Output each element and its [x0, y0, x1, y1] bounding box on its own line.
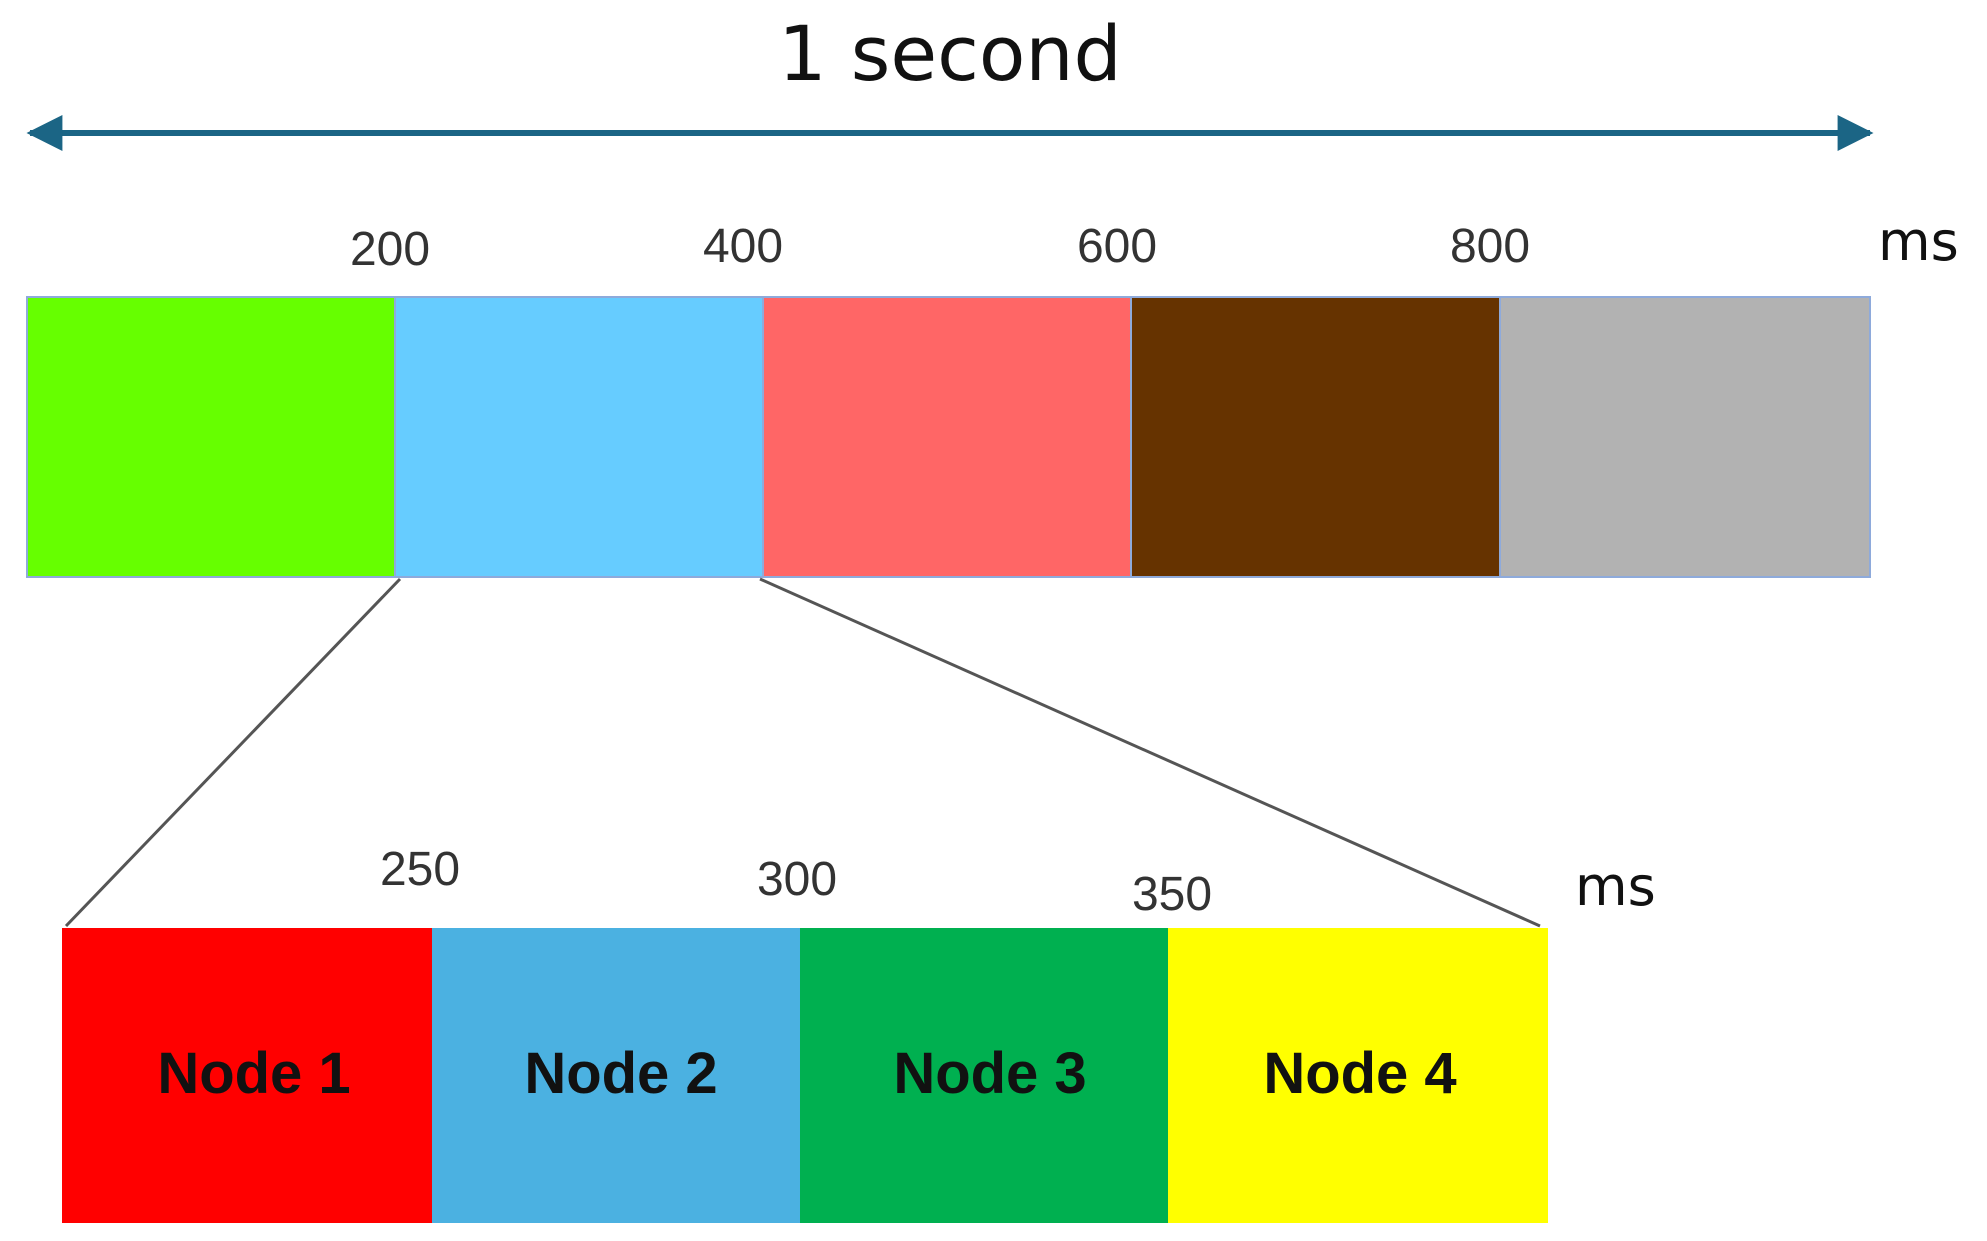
- tick-400: 400: [703, 220, 783, 273]
- timeline-segment-400-600: [762, 296, 1132, 578]
- node-block-3: Node 3: [800, 928, 1168, 1223]
- zoom-connector-left: [64, 577, 402, 928]
- node-label-3: Node 3: [893, 1041, 1086, 1106]
- tick-600: 600: [1077, 220, 1157, 273]
- tick-800: 800: [1450, 220, 1530, 273]
- node-block-2: Node 2: [432, 928, 800, 1223]
- timeline-segment-600-800: [1130, 296, 1501, 578]
- node-block-4: Node 4: [1168, 928, 1548, 1223]
- tick-250: 250: [380, 843, 460, 896]
- title-one-second: 1 second: [778, 9, 1122, 98]
- tick-350: 350: [1132, 868, 1212, 921]
- timeline-segment-200-400: [394, 296, 764, 578]
- node-label-2: Node 2: [524, 1041, 717, 1106]
- node-label-1: Node 1: [157, 1041, 350, 1106]
- node-block-1: Node 1: [62, 928, 432, 1223]
- zoom-unit-ms: ms: [1575, 855, 1656, 918]
- tick-200: 200: [350, 223, 430, 276]
- timeline-segment-800-1000: [1499, 296, 1871, 578]
- tick-300: 300: [757, 853, 837, 906]
- timeline-unit-ms: ms: [1878, 210, 1959, 273]
- zoom-connector-right: [759, 577, 1541, 928]
- node-label-4: Node 4: [1263, 1041, 1456, 1106]
- timeline-segment-0-200: [26, 296, 396, 578]
